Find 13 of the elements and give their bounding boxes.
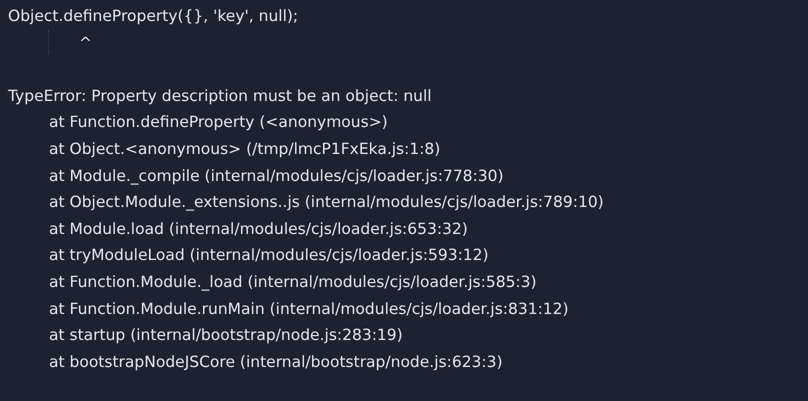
error-caret: ^ <box>79 32 92 53</box>
stack-trace-line: at Object.<anonymous> (/tmp/lmcP1FxEka.js:1:8) <box>49 139 440 159</box>
stack-trace-line: at Function.defineProperty (<anonymous>) <box>49 112 388 132</box>
error-message: TypeError: Property description must be an object: null <box>8 86 432 106</box>
stack-trace-line: at Function.Module.runMain (internal/modules/cjs/loader.js:831:12) <box>49 298 569 319</box>
stack-trace-line: at Function.Module._load (internal/modules/cjs/loader.js:585:3) <box>49 272 537 292</box>
stack-trace-line: at Module.load (internal/modules/cjs/loader.js:653:32) <box>49 218 468 239</box>
code-line: Object.defineProperty({}, 'key', null); <box>8 6 298 26</box>
stack-trace-line: at startup (internal/bootstrap/node.js:283:19) <box>49 325 403 346</box>
stack-trace-line: at tryModuleLoad (internal/modules/cjs/loader.js:593:12) <box>49 245 489 266</box>
stack-trace-line: at Object.Module._extensions..js (internal/modules/cjs/loader.js:789:10) <box>49 192 604 212</box>
stack-trace-line: at bootstrapNodeJSCore (internal/bootstrap/node.js:623:3) <box>49 352 503 372</box>
stack-trace-line: at Module._compile (internal/modules/cjs/loader.js:778:30) <box>49 166 504 186</box>
